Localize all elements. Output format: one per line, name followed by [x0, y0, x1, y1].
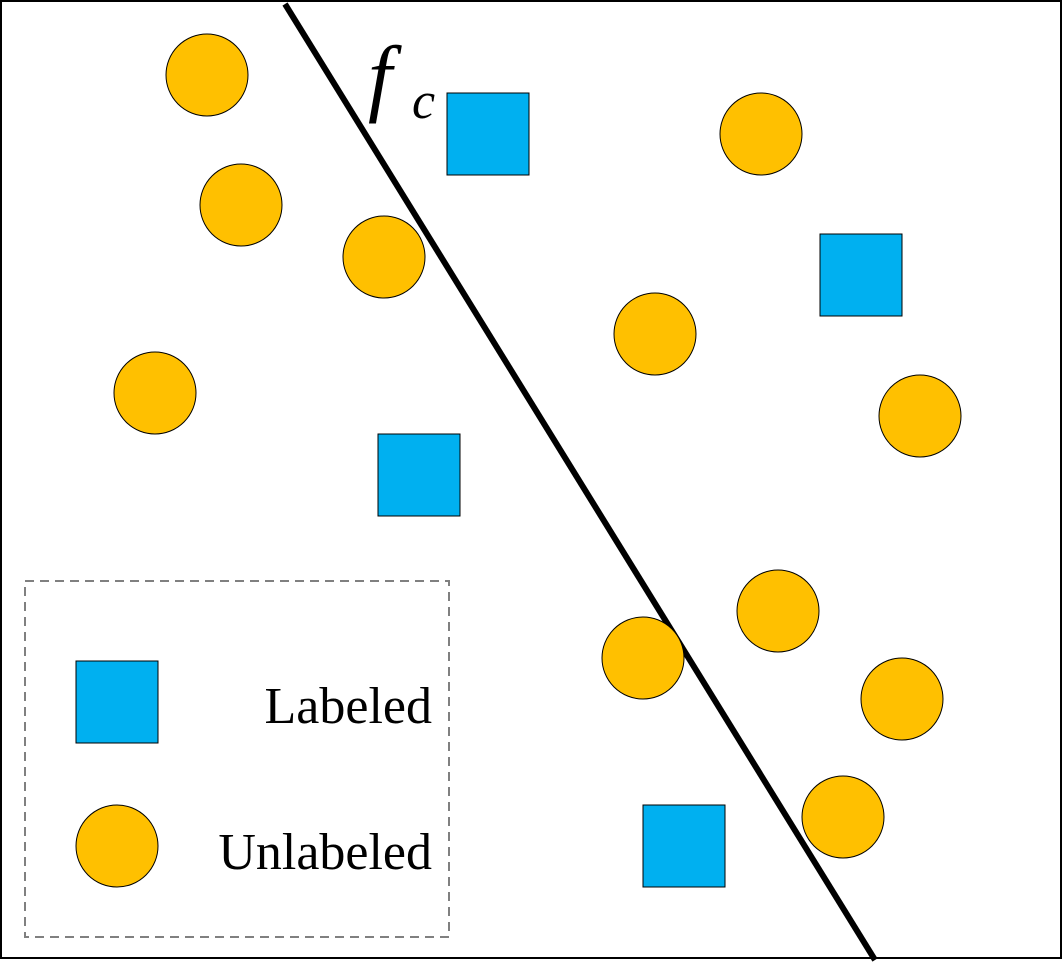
unlabeled-sample: [801, 775, 885, 859]
labeled-sample: [446, 92, 530, 176]
legend: Labeled Unlabeled: [24, 580, 450, 938]
legend-unlabeled-text: Unlabeled: [218, 824, 432, 881]
legend-labeled-text: Labeled: [265, 678, 432, 735]
unlabeled-sample: [860, 657, 944, 741]
boundary-label-symbol: f: [368, 28, 402, 124]
unlabeled-sample: [165, 33, 249, 117]
unlabeled-sample: [601, 616, 685, 700]
legend-unlabeled-swatch: [75, 804, 159, 888]
decision-boundary-line: [282, 2, 878, 962]
boundary-label: f c: [368, 28, 435, 130]
unlabeled-sample: [342, 215, 426, 299]
legend-box: [24, 580, 450, 938]
unlabeled-sample: [719, 92, 803, 176]
labeled-sample: [642, 804, 726, 888]
unlabeled-sample: [878, 374, 962, 458]
unlabeled-sample: [199, 163, 283, 247]
labeled-sample: [377, 433, 461, 517]
unlabeled-sample: [113, 351, 197, 435]
boundary-label-subscript: c: [412, 73, 435, 130]
legend-labeled-swatch: [75, 660, 159, 744]
labeled-sample: [819, 233, 903, 317]
unlabeled-sample: [613, 292, 697, 376]
unlabeled-sample: [736, 569, 820, 653]
